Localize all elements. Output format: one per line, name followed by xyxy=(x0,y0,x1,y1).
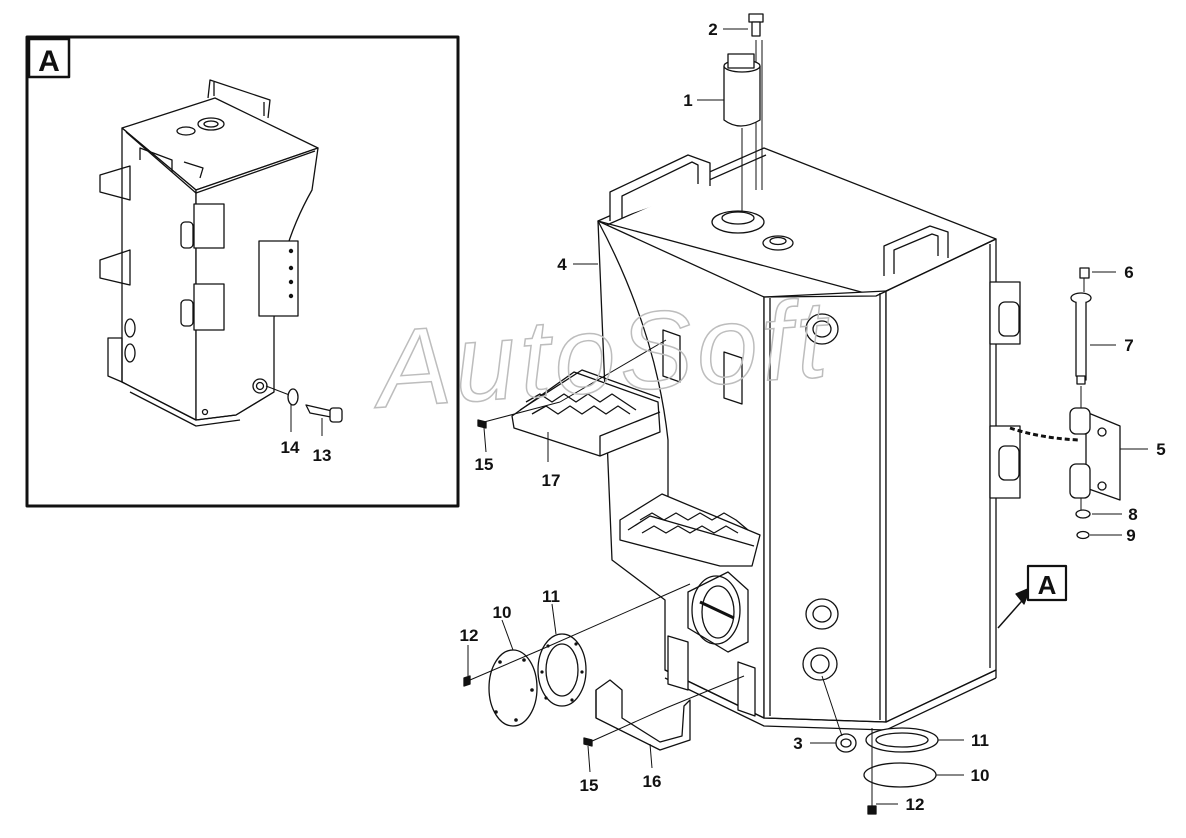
part-6-bolt xyxy=(1079,267,1090,279)
part-5-hinge xyxy=(1069,407,1121,501)
detail-label: A xyxy=(38,45,60,78)
view-marker-a: A xyxy=(997,564,1068,629)
part-17-step xyxy=(511,369,661,457)
washer-14 xyxy=(287,388,299,406)
part-10-cover-bottom xyxy=(863,762,937,788)
callout-10b: 10 xyxy=(971,766,990,785)
callout-1: 1 xyxy=(683,91,692,110)
part-1-filter xyxy=(723,53,761,127)
part-11-gasket-bottom xyxy=(865,727,939,753)
part-7-pin-head xyxy=(1070,292,1092,304)
callout-13: 13 xyxy=(313,446,332,465)
callout-14: 14 xyxy=(281,438,300,457)
callout-15a: 15 xyxy=(475,455,494,474)
main-hydraulic-tank xyxy=(597,147,1021,731)
part-2-bolt xyxy=(748,13,764,37)
callout-11a: 11 xyxy=(542,587,560,606)
callout-12b: 12 xyxy=(906,795,925,814)
part-11-gasket-left xyxy=(537,633,587,707)
part-7-pin xyxy=(1075,302,1087,381)
callout-8: 8 xyxy=(1128,505,1137,524)
callout-17: 17 xyxy=(542,471,561,490)
callout-7: 7 xyxy=(1124,336,1133,355)
callout-6: 6 xyxy=(1124,263,1133,282)
callout-11b: 11 xyxy=(971,731,989,750)
inset-tank xyxy=(99,79,319,427)
callout-12a: 12 xyxy=(460,626,479,645)
detail-view-a: A xyxy=(25,35,460,508)
part-3-plug xyxy=(835,733,857,753)
callout-2: 2 xyxy=(708,20,717,39)
part-16-guard xyxy=(595,679,691,751)
callout-3: 3 xyxy=(793,734,802,753)
callout-15b: 15 xyxy=(580,776,599,795)
callout-9: 9 xyxy=(1126,526,1135,545)
detail-frame xyxy=(25,35,460,508)
part-8-washer xyxy=(1075,509,1091,519)
callout-labels: 2 1 4 6 7 5 8 9 15 17 11 10 12 3 11 10 1… xyxy=(281,20,1166,814)
callout-4: 4 xyxy=(557,255,567,274)
part-9-ring xyxy=(1076,530,1090,540)
callout-10a: 10 xyxy=(493,603,512,622)
callout-16: 16 xyxy=(643,772,662,791)
callout-5: 5 xyxy=(1156,440,1165,459)
view-marker-label: A xyxy=(1038,570,1057,600)
detail-label-box xyxy=(27,37,71,79)
